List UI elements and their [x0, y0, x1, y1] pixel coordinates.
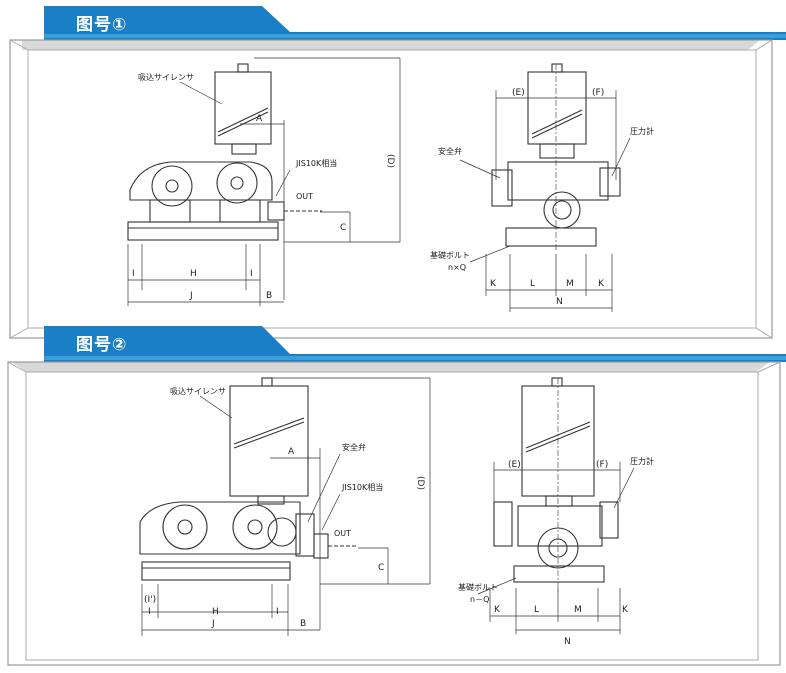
dim-h-2: H [212, 607, 219, 617]
figure-2-frame [7, 361, 781, 666]
dim-i-left: I [132, 269, 135, 279]
out-label: OUT [296, 192, 313, 201]
anchor-bolt-label-2: 基礎ボルト [458, 582, 498, 592]
dim-i-right-2: I [276, 607, 279, 617]
jis-label: JIS10K相当 [295, 158, 337, 168]
dim-f: (F) [592, 88, 604, 98]
pressure-gauge-label-2: 圧力計 [630, 456, 654, 466]
figure-2-front-view [493, 377, 619, 592]
dim-e-2: (E) [508, 460, 521, 470]
out-label-2: OUT [334, 529, 351, 538]
figure-2-panel: 吸込サイレンサ 安全弁 JIS10K相当 OUT A (D) C (I') I … [0, 322, 786, 669]
dim-n-2: N [564, 637, 571, 647]
dim-i-right: I [250, 269, 253, 279]
figure-2-side-view [139, 377, 358, 581]
figure-1-drawing: 吸込サイレンサ JIS10K相当 OUT A (D) C I H I J B [9, 6, 786, 339]
jis-label-2: JIS10K相当 [341, 482, 383, 492]
dim-b-2: B [300, 619, 306, 629]
anchor-bolt-label: 基礎ボルト [430, 250, 470, 260]
dim-n: N [556, 297, 563, 307]
dim-c: C [340, 223, 346, 233]
bolt-spec-label-2: n－Q [470, 595, 489, 604]
dim-a: A [256, 114, 263, 124]
dim-j-2: J [211, 619, 215, 629]
silencer-label-2: 吸込サイレンサ [170, 387, 226, 396]
silencer-label: 吸込サイレンサ [138, 73, 194, 82]
dim-d-2: (D) [415, 476, 425, 490]
dim-j: J [189, 291, 193, 301]
dim-k-left: K [490, 279, 497, 289]
dim-m-2: M [574, 605, 582, 615]
figure-1-side-view [127, 63, 322, 241]
dim-k-right: K [598, 279, 605, 289]
dim-b: B [266, 291, 272, 301]
dim-e: (E) [512, 88, 525, 98]
figure-1-frame [9, 39, 773, 339]
dim-f-2: (F) [596, 460, 608, 470]
dim-k-left-2: K [494, 605, 501, 615]
dim-i-left-2: I [148, 607, 151, 617]
dim-h: H [190, 269, 197, 279]
dim-a-2: A [288, 447, 295, 457]
dim-i-paren: (I') [144, 595, 156, 605]
dim-d: (D) [385, 154, 395, 168]
dim-l-2: L [534, 605, 539, 615]
figure-1-front-view [491, 63, 621, 250]
figure-1-title: 图号① [76, 15, 128, 35]
safety-valve-label-2: 安全弁 [342, 442, 366, 452]
figure-2-title: 图号② [76, 335, 128, 355]
dim-k-right-2: K [622, 605, 629, 615]
figure-1-panel: 吸込サイレンサ JIS10K相当 OUT A (D) C I H I J B [9, 6, 786, 339]
figure-2-header-bar [44, 326, 786, 362]
figure-1-header-bar [44, 6, 786, 40]
safety-valve-label: 安全弁 [438, 146, 462, 156]
pressure-gauge-label: 圧力計 [630, 126, 654, 136]
dim-c-2: C [378, 563, 384, 573]
bolt-spec-label: n×Q [448, 263, 466, 272]
dim-l: L [530, 279, 535, 289]
dim-m: M [566, 279, 574, 289]
figure-2-drawing: 吸込サイレンサ 安全弁 JIS10K相当 OUT A (D) C (I') I … [7, 326, 786, 666]
